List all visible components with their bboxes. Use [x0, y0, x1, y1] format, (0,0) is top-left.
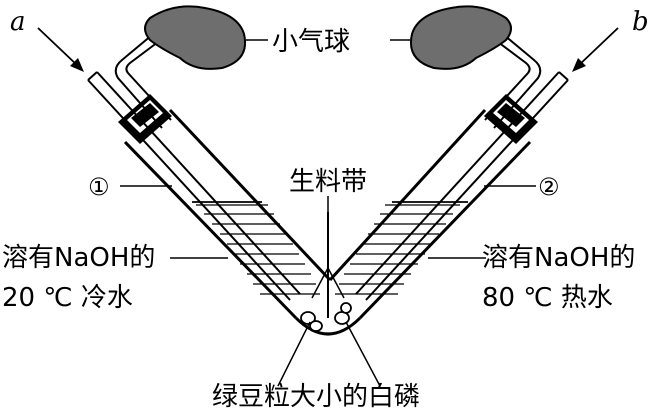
tube-2-label: ② — [538, 173, 560, 201]
right-solution-label-line1: 溶有NaOH的 — [482, 243, 635, 273]
white-phosphorus-label: 绿豆粒大小的白磷 — [212, 382, 420, 412]
arrow-b — [572, 27, 619, 72]
white-phosphorus-grains — [300, 302, 352, 332]
left-solution-label-line1: 溶有NaOH的 — [2, 243, 155, 273]
right-liquid — [335, 201, 468, 295]
left-test-tube — [87, 34, 332, 320]
right-stopper — [484, 94, 538, 144]
tube-a — [87, 71, 301, 301]
arrow-a — [37, 27, 84, 72]
right-solution-label-line2: 80 ℃ 热水 — [482, 283, 613, 313]
plastic-strip — [311, 212, 345, 318]
tube-b-label: b — [632, 7, 649, 37]
left-solution-label-line2: 20 ℃ 冷水 — [2, 283, 133, 313]
tube-a-label: a — [10, 7, 26, 37]
left-liquid — [192, 201, 320, 295]
tube-bottom — [294, 316, 362, 336]
plastic-strip-label: 生料带 — [289, 167, 367, 197]
left-balloon-tube — [114, 34, 172, 129]
tube-1-label: ① — [88, 173, 110, 201]
right-balloon-tube — [484, 34, 542, 129]
tube-b — [355, 71, 569, 301]
right-balloon — [410, 5, 512, 70]
balloon-label: 小气球 — [272, 27, 350, 57]
left-balloon — [144, 5, 246, 70]
leader-lines — [120, 39, 536, 387]
left-stopper — [118, 94, 172, 144]
right-test-tube — [328, 34, 569, 320]
